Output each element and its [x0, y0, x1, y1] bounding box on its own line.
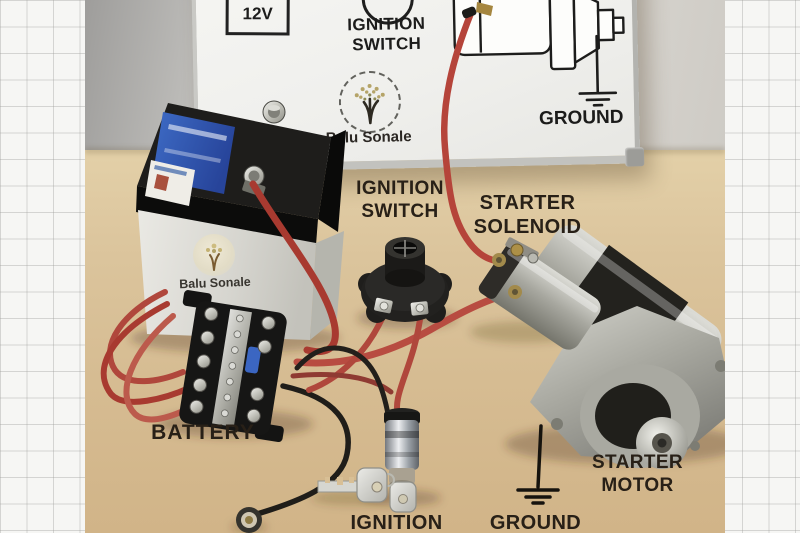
ring-terminal — [236, 507, 262, 533]
terminal-block — [179, 290, 287, 442]
brand-logo-icon — [338, 70, 402, 134]
battery-brand-logo-icon — [193, 234, 235, 276]
ignition-key-cylinder — [384, 408, 420, 513]
components-layer — [100, 2, 725, 533]
ignition-key-label: IGNITION — [350, 512, 443, 533]
battery-label: BATTERY — [151, 421, 255, 444]
ignition-switch-label: IGNITION SWITCH — [356, 178, 444, 222]
starter-motor-drawing — [452, 0, 625, 107]
ignition-switch — [358, 237, 452, 323]
solenoid-ring-terminals — [492, 253, 522, 299]
starter-motor — [512, 225, 725, 469]
spare-key — [317, 467, 395, 503]
switch-to-block-wire — [306, 309, 388, 393]
starter-motor-label: STARTER MOTOR — [591, 452, 684, 496]
block-to-solenoid-wire — [293, 289, 515, 367]
whiteboard: 12V IGNITION SWITCH Balu Sonale — [190, 0, 645, 173]
ground-symbol-icon — [516, 424, 560, 505]
tree-icon — [354, 83, 385, 125]
solenoid-terminal — [510, 243, 524, 257]
solenoid-terminal — [527, 252, 539, 264]
wiring-demo-photo: 12V IGNITION SWITCH Balu Sonale — [85, 0, 725, 533]
switch-terminals — [374, 297, 429, 316]
tree-icon-small — [206, 243, 222, 271]
battery-terminal-rear — [262, 100, 286, 124]
board-to-solenoid-wire — [441, 2, 502, 265]
block-ground-wire — [254, 383, 351, 517]
fuse — [244, 346, 262, 374]
key-black-wire — [294, 345, 391, 417]
battery — [136, 100, 346, 340]
ground-label: GROUND — [489, 512, 582, 533]
battery-brand-watermark: Balu Sonale — [178, 274, 251, 292]
starter-solenoid — [478, 237, 601, 350]
board-ground-symbol-icon — [578, 34, 618, 107]
starter-solenoid-label: STARTER SOLENOID — [473, 192, 582, 238]
